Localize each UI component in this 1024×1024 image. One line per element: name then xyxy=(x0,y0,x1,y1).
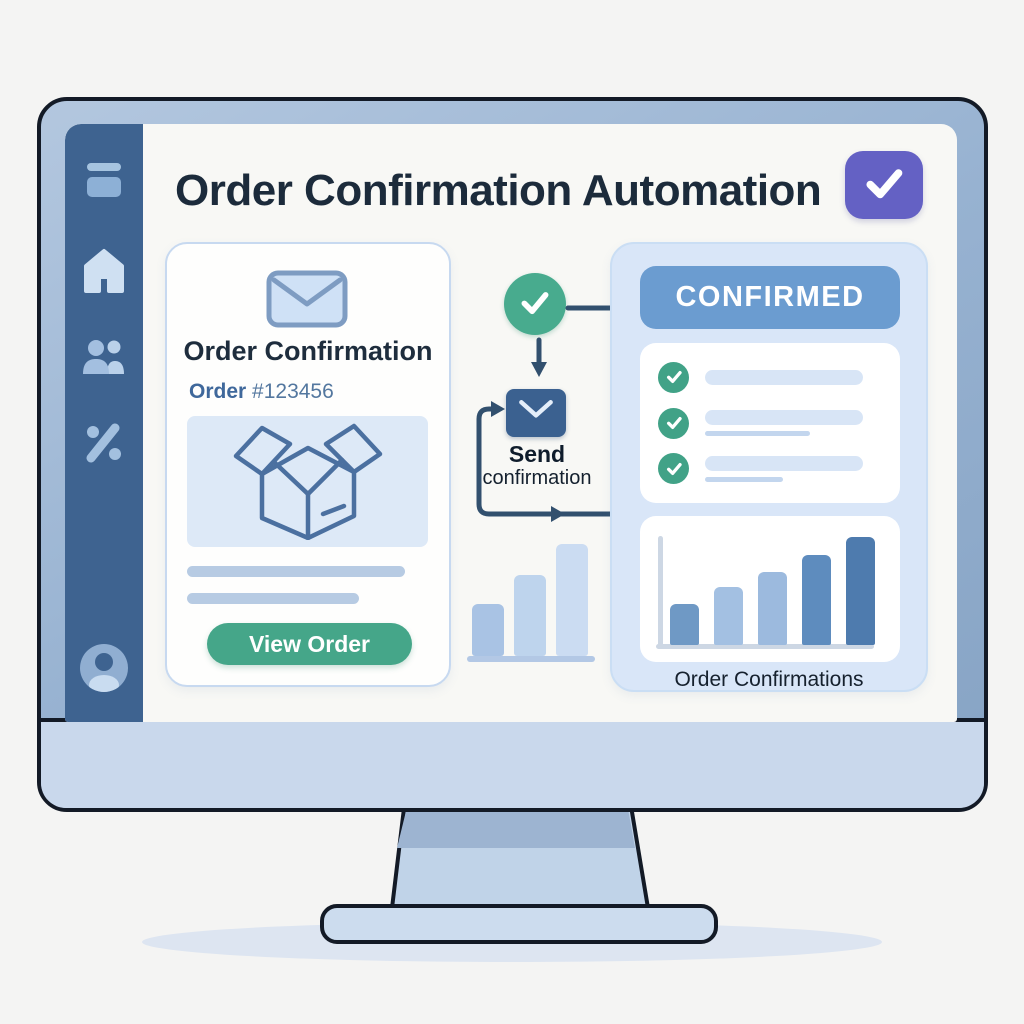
sidebar-item-discounts[interactable] xyxy=(83,422,125,464)
mini-chart-baseline xyxy=(467,656,595,662)
checklist-text-placeholder xyxy=(705,455,863,482)
sidebar xyxy=(65,124,143,722)
stand-neck-shade xyxy=(397,803,635,848)
arrowhead-loop xyxy=(551,506,565,522)
checklist-text-placeholder xyxy=(705,410,863,436)
send-confirmation-label: Send confirmation xyxy=(457,441,617,490)
order-number-line: Order #123456 xyxy=(189,380,334,404)
product-image-placeholder xyxy=(187,416,428,547)
chart-caption: Order Confirmations xyxy=(674,668,864,691)
monitor-frame: Order Confirmation Automation Order Conf… xyxy=(37,97,988,812)
checklist-text-placeholder xyxy=(705,369,863,385)
chart-y-axis xyxy=(658,536,663,648)
confirmed-badge: CONFIRMED xyxy=(640,266,900,329)
chart-bar xyxy=(514,575,546,656)
chart-bar xyxy=(802,555,831,645)
checklist-item xyxy=(658,453,882,485)
profile-icon xyxy=(78,644,130,698)
monitor-chin xyxy=(41,718,984,808)
chart-bar xyxy=(758,572,787,645)
envelope-icon xyxy=(514,395,558,432)
sidebar-item-profile[interactable] xyxy=(78,642,130,694)
page-title: Order Confirmation Automation xyxy=(175,166,822,215)
header-check-button[interactable] xyxy=(845,151,923,219)
loop-connector xyxy=(476,406,615,517)
view-order-button[interactable]: View Order xyxy=(207,623,412,665)
order-label: Order xyxy=(189,380,247,403)
check-icon xyxy=(513,282,557,327)
check-circle-icon xyxy=(658,453,689,485)
open-box-icon xyxy=(222,418,394,545)
check-circle-icon xyxy=(658,407,689,439)
checklist-item xyxy=(658,407,882,439)
order-number: #123456 xyxy=(252,380,334,403)
percent-icon xyxy=(83,423,125,468)
menu-icon xyxy=(86,163,122,202)
chart-bar xyxy=(846,537,875,645)
sidebar-item-home[interactable] xyxy=(83,248,125,294)
app-window: Order Confirmation Automation Order Conf… xyxy=(65,124,957,722)
sidebar-item-menu[interactable] xyxy=(86,162,122,198)
text-placeholder-line xyxy=(187,593,359,604)
status-panel: CONFIRMED Order Confirmations xyxy=(610,242,928,692)
sidebar-item-users[interactable] xyxy=(81,338,127,376)
arrowhead-down xyxy=(531,362,547,377)
send-label-line2: confirmation xyxy=(482,467,592,490)
check-circle-icon xyxy=(658,361,689,393)
chart-x-axis xyxy=(656,644,874,649)
confirmation-checklist xyxy=(640,343,900,503)
home-icon xyxy=(83,249,125,298)
confirmations-bar-chart xyxy=(670,537,875,645)
users-icon xyxy=(81,340,127,380)
workflow-check-node xyxy=(504,273,566,335)
envelope-icon xyxy=(266,270,348,333)
chart-bar xyxy=(472,604,504,656)
checklist-item xyxy=(658,361,882,393)
order-card-title: Order Confirmation xyxy=(183,336,433,366)
order-email-card: Order Confirmation Order #123456 xyxy=(165,242,451,687)
mini-bar-chart xyxy=(472,538,602,656)
send-confirmation-node xyxy=(506,389,566,437)
text-placeholder-line xyxy=(187,566,405,577)
arrowhead-into-envelope xyxy=(491,401,505,417)
workflow-arrows xyxy=(476,300,632,522)
chart-bar xyxy=(556,544,588,656)
send-label-line1: Send xyxy=(508,441,566,467)
chart-bar xyxy=(670,604,699,645)
chart-bar xyxy=(714,587,743,645)
check-icon xyxy=(855,157,913,214)
confirmations-chart-card xyxy=(640,516,900,662)
stand-base xyxy=(320,904,718,944)
